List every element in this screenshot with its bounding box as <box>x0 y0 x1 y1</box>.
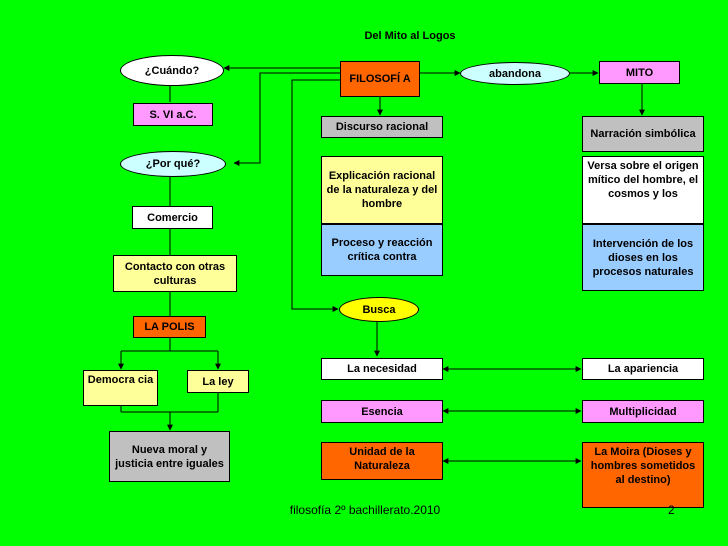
node-mito: MITO <box>599 61 680 84</box>
node-explicacion: Explicación racional de la naturaleza y … <box>321 156 443 224</box>
node-narracion: Narración simbólica <box>582 116 704 152</box>
node-siglo: S. VI a.C. <box>133 103 213 126</box>
node-filosofia: FILOSOFÍ A <box>340 61 420 97</box>
diagram-title: Del Mito al Logos <box>364 30 456 42</box>
footer-text: filosofía 2º bachillerato.2010 <box>289 503 441 517</box>
node-multiplicidad: Multiplicidad <box>582 400 704 423</box>
page-number: 2 <box>668 503 675 517</box>
arrow-filosofia-porque <box>233 72 340 166</box>
node-contacto: Contacto con otras culturas <box>113 255 237 292</box>
node-ley: La ley <box>187 370 249 393</box>
node-moira: La Moira (Dioses y hombres sometidos al … <box>582 442 704 508</box>
node-abandona: abandona <box>460 62 570 85</box>
node-discurso: Discurso racional <box>321 116 443 138</box>
arrow-filosofia-busca <box>291 79 340 312</box>
node-comercio: Comercio <box>132 206 213 229</box>
node-democracia: Democra cia <box>83 370 158 406</box>
node-necesidad: La necesidad <box>321 358 443 380</box>
node-nueva-moral: Nueva moral y justicia entre iguales <box>109 431 230 482</box>
node-porque: ¿Por qué? <box>120 151 226 177</box>
node-polis: LA POLIS <box>133 316 206 338</box>
node-proceso: Proceso y reacción crítica contra <box>321 224 443 276</box>
node-esencia: Esencia <box>321 400 443 423</box>
node-cuando: ¿Cuándo? <box>120 55 224 86</box>
node-versa: Versa sobre el origen mítico del hombre,… <box>582 156 704 224</box>
node-unidad: Unidad de la Naturaleza <box>321 442 443 480</box>
node-intervencion: Intervención de los dioses en los proces… <box>582 224 704 291</box>
node-busca: Busca <box>339 297 419 322</box>
node-apariencia: La apariencia <box>582 358 704 380</box>
